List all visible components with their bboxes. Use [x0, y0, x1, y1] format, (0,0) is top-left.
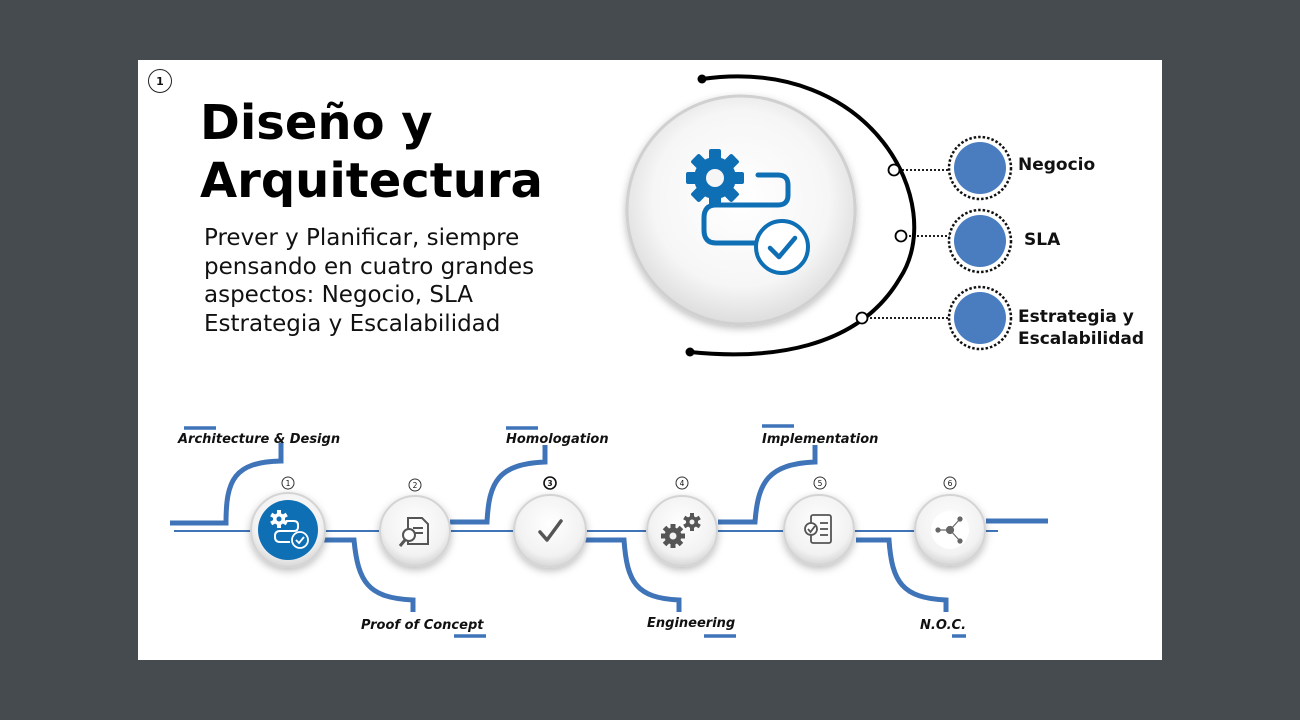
- description-line: aspectos: Negocio, SLA: [204, 282, 474, 308]
- svg-text:1: 1: [286, 479, 291, 488]
- slide-title: Diseño y Arquitectura: [200, 94, 543, 210]
- aspect-node-negocio: [947, 135, 1013, 201]
- step-label: Homologation: [506, 432, 609, 447]
- svg-text:5: 5: [818, 479, 823, 488]
- network-hub-icon: [935, 516, 963, 544]
- svg-text:2: 2: [413, 481, 418, 490]
- timeline-connector: [584, 537, 682, 612]
- step-label: Engineering: [647, 616, 735, 631]
- checkmark-icon: [538, 519, 563, 542]
- aspect-label: Estrategia y: [1018, 307, 1134, 327]
- hub-arc: [689, 74, 917, 357]
- step-4-engineering[interactable]: [646, 495, 718, 567]
- slide-description: Prever y Planificar, siempre pensando en…: [204, 224, 584, 338]
- step-number: 5: [813, 476, 827, 490]
- slide: 1 Diseño y Arquitectura Prever y Planifi…: [138, 60, 1162, 660]
- description-line: Prever y Planificar, siempre: [204, 225, 520, 251]
- step-label: Implementation: [762, 432, 878, 447]
- timeline-connector: [856, 537, 949, 612]
- hub-arc-end: [685, 347, 695, 357]
- aspect-joint: [894, 229, 908, 243]
- step-number: 3: [543, 476, 557, 490]
- slide-title-line: Diseño y: [200, 95, 433, 151]
- timeline: 1 2 3 4 5 6: [170, 424, 1048, 638]
- gear-path-check-icon: [686, 149, 810, 275]
- step-label: Proof of Concept: [361, 618, 484, 633]
- aspect-node-estrategia: [947, 285, 1013, 351]
- step-6-noc[interactable]: [914, 494, 986, 566]
- checklist-icon: [804, 514, 832, 544]
- aspect-joint: [855, 311, 869, 325]
- step-number: 1: [281, 476, 295, 490]
- aspects-diagram: Negocio SLA Estrategia y Escalabilidad: [625, 74, 1144, 357]
- svg-text:6: 6: [948, 479, 953, 488]
- svg-text:3: 3: [547, 479, 552, 488]
- step-number: 6: [943, 476, 957, 490]
- aspect-label: SLA: [1024, 230, 1061, 250]
- aspect-label: Negocio: [1018, 155, 1095, 175]
- step-3-homologation[interactable]: [513, 494, 587, 568]
- timeline-connector: [450, 445, 548, 525]
- aspect-node-sla: [947, 208, 1013, 274]
- timeline-connector: [323, 537, 416, 612]
- description-line: pensando en cuatro grandes: [204, 253, 535, 280]
- hub-arc-end: [697, 74, 707, 84]
- document-magnifier-icon: [398, 517, 429, 547]
- aspect-joint: [887, 163, 901, 177]
- svg-text:4: 4: [680, 479, 685, 488]
- step-2-proof-of-concept[interactable]: [379, 495, 451, 567]
- gear-path-check-icon: [270, 510, 309, 549]
- step-1-architecture-design[interactable]: [250, 492, 326, 568]
- step-number: 2: [408, 478, 422, 492]
- hub-circle: [625, 94, 857, 326]
- diagram-canvas: Negocio SLA Estrategia y Escalabilidad: [170, 74, 1144, 638]
- step-label: Architecture & Design: [177, 432, 340, 447]
- slide-title-line: Arquitectura: [200, 153, 543, 209]
- step-5-implementation[interactable]: [783, 494, 855, 566]
- aspect-label: Escalabilidad: [1018, 329, 1144, 349]
- description-line: Estrategia y Escalabilidad: [204, 310, 501, 337]
- timeline-connector: [718, 445, 818, 525]
- step-label: N.O.C.: [920, 618, 966, 633]
- gears-icon: [661, 513, 701, 548]
- step-number: 4: [675, 476, 689, 490]
- timeline-connector: [170, 443, 284, 526]
- slide-number-badge: 1: [148, 69, 172, 93]
